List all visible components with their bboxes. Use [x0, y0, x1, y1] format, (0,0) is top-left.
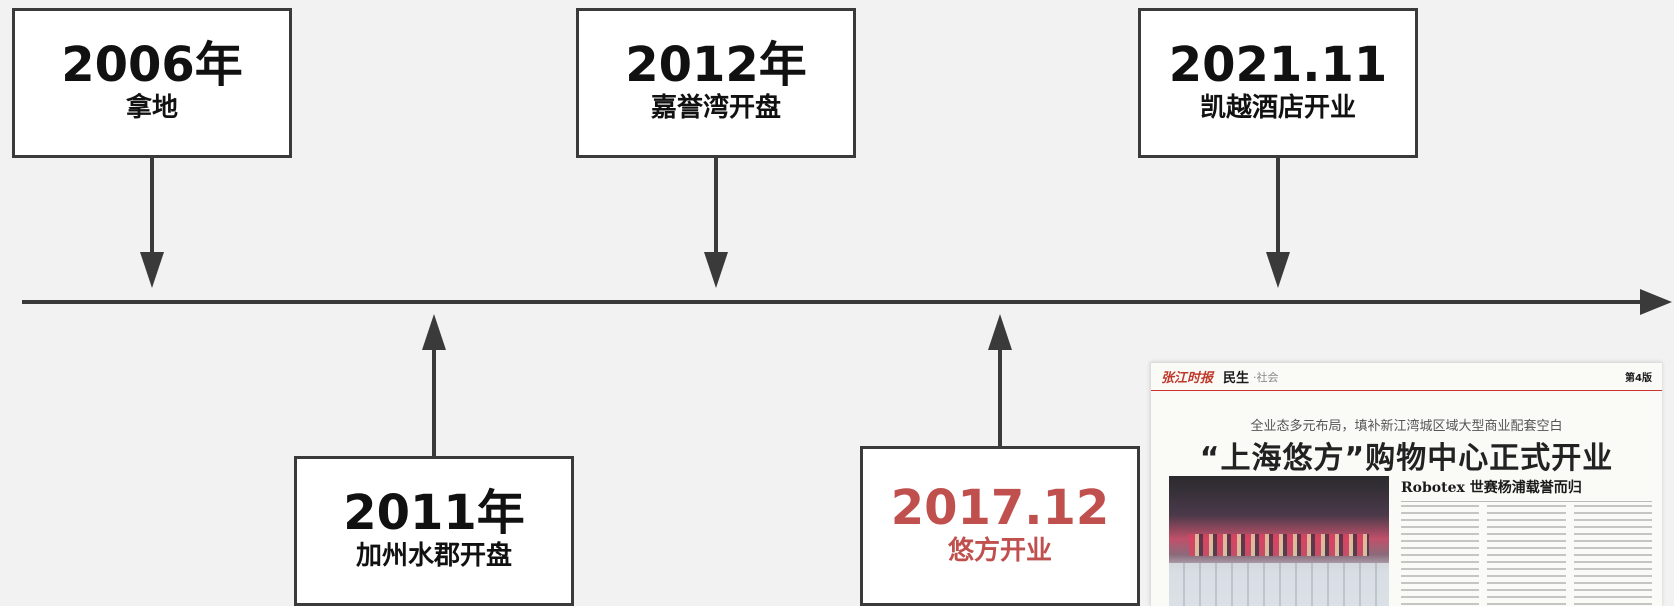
event-box-2011: 2011年 加州水郡开盘 — [294, 456, 574, 606]
connector-2017-arrowhead — [988, 314, 1012, 350]
newspaper-page-number: 第4版 — [1625, 373, 1652, 384]
article-body-columns — [1401, 505, 1652, 606]
newspaper-section: 民生 — [1223, 371, 1250, 386]
timeline-axis-arrowhead — [1640, 289, 1672, 315]
event-label: 悠方开业 — [947, 536, 1052, 567]
event-box-2017: 2017.12 悠方开业 — [860, 446, 1140, 606]
article-headline: “上海悠方”购物中心正式开业 — [1199, 441, 1614, 476]
event-box-2021: 2021.11 凯越酒店开业 — [1138, 8, 1418, 158]
connector-2006-arrowhead — [140, 252, 164, 288]
article-column — [1401, 505, 1480, 606]
clipping-header: 张江时报 民生 ·社会 第4版 — [1151, 363, 1662, 391]
event-box-2012: 2012年 嘉誉湾开盘 — [576, 8, 856, 158]
connector-2012-arrowhead — [704, 252, 728, 288]
event-year: 2017.12 — [890, 479, 1110, 536]
event-box-2006: 2006年 拿地 — [12, 8, 292, 158]
newspaper-clipping: 张江时报 民生 ·社会 第4版 全业态多元布局，填补新江湾城区域大型商业配套空白… — [1150, 362, 1662, 606]
photo-crowd — [1189, 534, 1369, 556]
event-year: 2006年 — [61, 36, 243, 93]
event-year: 2021.11 — [1168, 36, 1388, 93]
event-label: 凯越酒店开业 — [1199, 93, 1356, 124]
event-label: 嘉誉湾开盘 — [650, 93, 781, 124]
article-column — [1487, 505, 1566, 606]
article-kicker: 全业态多元布局，填补新江湾城区域大型商业配套空白 — [1250, 419, 1563, 434]
newspaper-masthead: 张江时报 — [1161, 371, 1214, 386]
newspaper-subsection: ·社会 — [1253, 370, 1279, 384]
mall-photo — [1169, 476, 1389, 606]
photo-glass-railing — [1169, 563, 1389, 606]
connector-2021-arrowhead — [1266, 252, 1290, 288]
event-label: 加州水郡开盘 — [355, 541, 512, 572]
article-subheadline: Robotex 世赛杨浦载誉而归 — [1401, 477, 1652, 502]
event-year: 2011年 — [343, 484, 525, 541]
connector-2011-arrowhead — [422, 314, 446, 350]
event-label: 拿地 — [125, 93, 178, 124]
article-column — [1573, 505, 1652, 606]
event-year: 2012年 — [625, 36, 807, 93]
